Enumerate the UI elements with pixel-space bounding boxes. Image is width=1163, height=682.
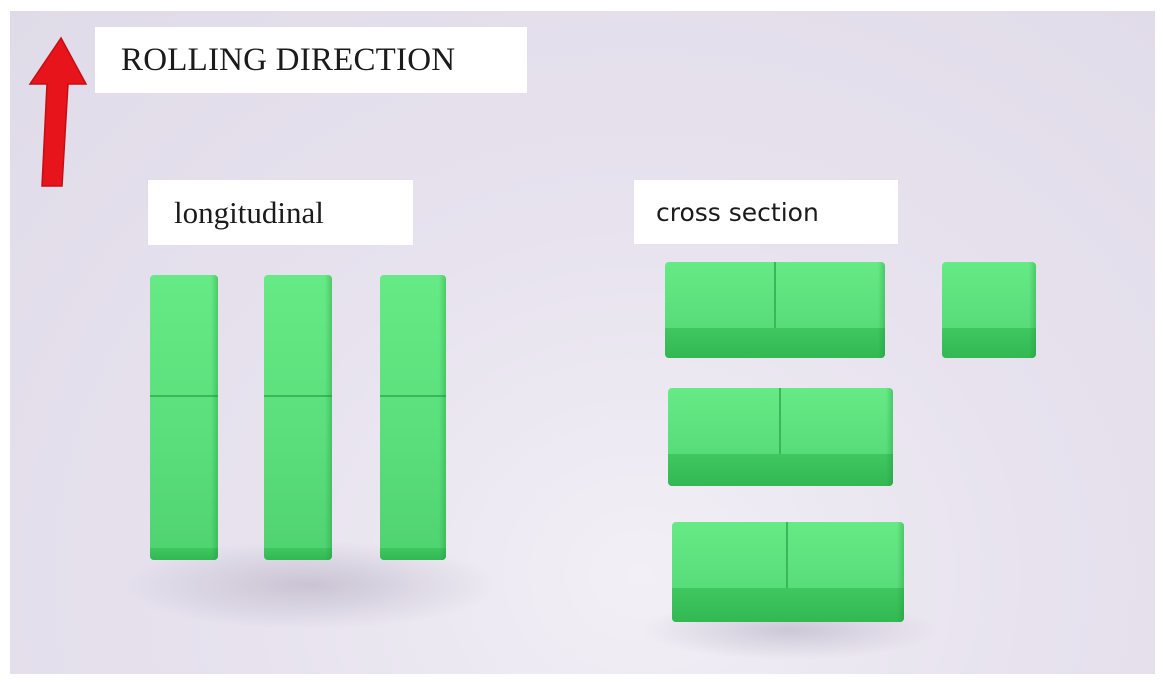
longitudinal-label: longitudinal <box>148 180 413 245</box>
longitudinal-specimen-1 <box>150 275 218 560</box>
cross-section-specimen-2 <box>668 388 893 486</box>
rolling-direction-arrow-icon <box>28 36 88 187</box>
cross-section-label: cross section <box>634 180 898 244</box>
longitudinal-specimen-3 <box>380 275 446 560</box>
longitudinal-specimen-2 <box>264 275 332 560</box>
cross-section-specimen-1 <box>665 262 885 358</box>
cross-section-specimen-cube <box>942 262 1036 358</box>
rolling-direction-label: ROLLING DIRECTION <box>95 27 527 93</box>
cross-section-specimen-3 <box>672 522 904 622</box>
